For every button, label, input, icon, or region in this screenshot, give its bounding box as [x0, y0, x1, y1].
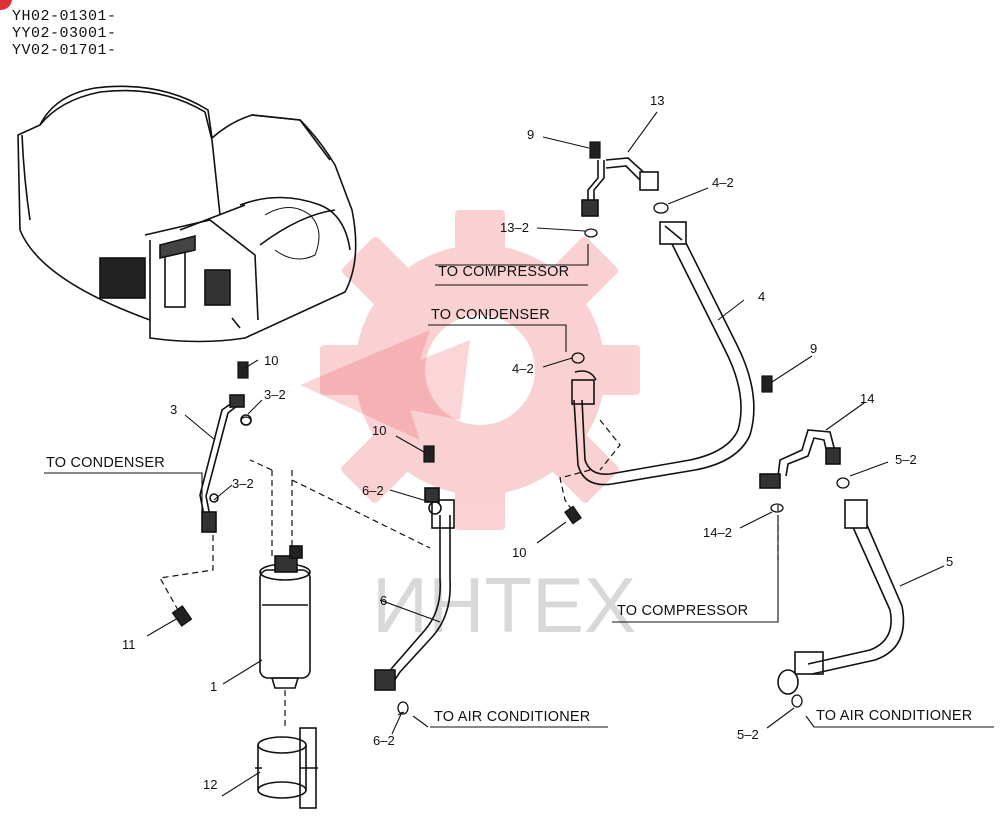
corner-badge: [0, 0, 12, 10]
callout-11: 11: [122, 637, 136, 652]
callout-6-2: 6–2: [373, 733, 395, 748]
callout-12: 12: [203, 777, 218, 792]
callout-14-2: 14–2: [703, 525, 732, 540]
leader-lines: [44, 111, 994, 797]
callout-3-2: 3–2: [232, 476, 254, 491]
callout-9: 9: [810, 341, 818, 356]
callout-14: 14: [860, 391, 875, 406]
hose-3: [199, 394, 252, 533]
serial-number: YH02-01301-: [12, 8, 117, 25]
callout-5-2: 5–2: [737, 727, 759, 742]
callout-10: 10: [264, 353, 279, 368]
callout-4-2: 4–2: [712, 175, 734, 190]
callout-4: 4: [758, 289, 766, 304]
destination-to-compressor: TO COMPRESSOR: [617, 603, 749, 619]
watermark-text: ИНТЕХ: [372, 561, 636, 649]
mounting-bracket: [255, 727, 318, 809]
callout-3-2: 3–2: [264, 387, 286, 402]
destination-to-air-conditioner: TO AIR CONDITIONER: [816, 708, 973, 724]
callout-1: 1: [210, 679, 218, 694]
serial-number: YV02-01701-: [12, 42, 117, 59]
callout-5-2: 5–2: [895, 452, 917, 467]
receiver-drier: [259, 545, 311, 689]
callout-4-2: 4–2: [512, 361, 534, 376]
watermark-arrow-icon: [300, 330, 470, 440]
callout-6: 6: [380, 593, 388, 608]
callout-3: 3: [170, 402, 178, 417]
o-rings: [240, 202, 850, 715]
serial-number: YY02-03001-: [12, 25, 117, 42]
callout-13-2: 13–2: [500, 220, 529, 235]
machine-body-sketch: [17, 85, 357, 343]
destination-to-condenser: TO CONDENSER: [46, 455, 165, 471]
callout-10: 10: [512, 545, 527, 560]
hose-4: [571, 221, 755, 486]
hose-14: [759, 429, 841, 489]
callout-5: 5: [946, 554, 954, 569]
destination-to-condenser: TO CONDENSER: [431, 307, 550, 323]
destination-to-compressor: TO COMPRESSOR: [438, 264, 570, 280]
callout-6-2: 6–2: [362, 483, 384, 498]
hose-6: [374, 487, 455, 691]
callout-9: 9: [527, 127, 535, 142]
hose-13: [581, 157, 659, 217]
callout-13: 13: [650, 93, 665, 108]
fasteners: [171, 141, 773, 627]
callout-10: 10: [372, 423, 387, 438]
destination-to-air-conditioner: TO AIR CONDITIONER: [434, 709, 591, 725]
hose-5: [777, 499, 905, 695]
